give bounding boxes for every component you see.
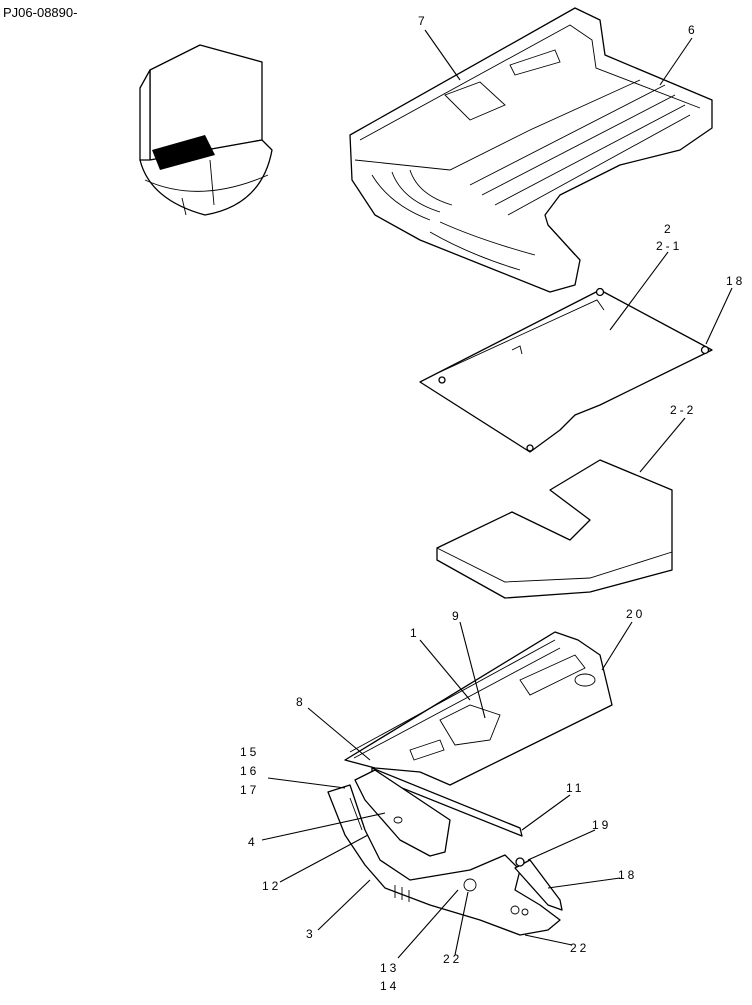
callout-2: 2 [664, 222, 674, 236]
floor-mat-part-7 [349, 7, 713, 293]
callout-18-bottom: 18 [618, 868, 637, 882]
callout-7: 7 [418, 14, 428, 28]
mat-part-2-2 [436, 459, 673, 599]
callout-6: 6 [688, 23, 698, 37]
drawing-code: PJ06-08890- [3, 5, 78, 20]
callout-22-right: 22 [570, 941, 589, 955]
floor-plate-part-1 [344, 631, 613, 786]
callout-17: 17 [240, 783, 259, 797]
callout-2-1: 2-1 [656, 239, 682, 253]
callout-1: 1 [410, 626, 420, 640]
bracket-part-18 [514, 857, 563, 911]
plate-part-2-1 [419, 287, 713, 453]
cab-thumbnail [139, 44, 273, 216]
callout-9: 9 [452, 609, 462, 623]
callout-18-top: 18 [726, 274, 745, 288]
callout-15: 15 [240, 745, 259, 759]
base-plate-part-3 [327, 784, 561, 936]
callout-2-2: 2-2 [670, 403, 696, 417]
cover-part-4 [354, 769, 451, 857]
callout-13: 13 [380, 961, 399, 975]
callout-14: 14 [380, 979, 399, 993]
callout-4: 4 [248, 835, 258, 849]
callout-11: 11 [566, 781, 584, 795]
callout-3: 3 [306, 927, 316, 941]
callout-8: 8 [296, 695, 306, 709]
callout-labels: 7 6 2 2-1 18 2-2 1 9 20 8 15 16 17 11 4 … [240, 14, 745, 993]
callout-16: 16 [240, 764, 259, 778]
callout-19: 19 [592, 818, 611, 832]
callout-22-left: 22 [443, 952, 462, 966]
callout-20: 20 [626, 607, 645, 621]
callout-12: 12 [262, 879, 281, 893]
leader-lines [261, 29, 733, 959]
